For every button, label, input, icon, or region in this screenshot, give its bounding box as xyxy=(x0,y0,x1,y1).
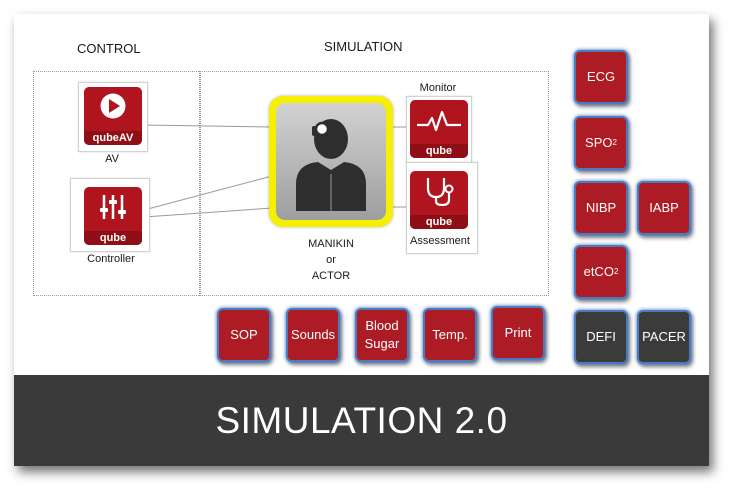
av-tile-text: qubeAV xyxy=(84,131,142,145)
slide: CONTROL SIMULATION qubeAV AV xyxy=(14,14,709,466)
controller-label: Controller xyxy=(87,253,135,265)
monitor-module[interactable]: qube xyxy=(406,96,472,163)
assessment-label: Assessment xyxy=(410,235,470,247)
controller-tile: qube xyxy=(84,187,142,245)
controller-manikin-line-2 xyxy=(143,207,273,218)
assessment-module[interactable]: qube Assessment xyxy=(406,162,478,254)
monitor-label: Monitor xyxy=(419,82,457,94)
sounds-button[interactable]: Sounds xyxy=(286,308,340,362)
etco2-label: etCO xyxy=(583,264,614,280)
blood-sugar-line1: Blood xyxy=(365,318,399,334)
av-tile: qubeAV xyxy=(84,87,142,145)
manikin-tile xyxy=(276,103,386,220)
controller-manikin-line-1 xyxy=(143,175,273,211)
footer-title: SIMULATION 2.0 xyxy=(215,399,508,441)
simulation-area xyxy=(199,71,549,296)
ecg-button[interactable]: ECG xyxy=(574,50,628,104)
play-icon xyxy=(100,93,126,119)
mixer-sliders-icon xyxy=(100,195,126,219)
defi-button[interactable]: DEFI xyxy=(574,310,628,364)
pacer-button[interactable]: PACER xyxy=(637,310,691,364)
assessment-tile-text: qube xyxy=(410,215,468,229)
blood-sugar-line2: Sugar xyxy=(364,336,400,351)
manikin-module[interactable] xyxy=(269,96,393,227)
av-module[interactable]: qubeAV xyxy=(78,82,148,152)
manikin-label-line3: ACTOR xyxy=(311,270,351,282)
manikin-label-line1: MANIKIN xyxy=(308,238,354,250)
iabp-button[interactable]: IABP xyxy=(637,181,691,235)
av-label: AV xyxy=(105,153,119,165)
etco2-sup: 2 xyxy=(613,266,619,276)
manikin-label: MANIKIN or ACTOR xyxy=(279,236,383,284)
controller-module[interactable]: qube xyxy=(70,178,150,252)
temp-button[interactable]: Temp. xyxy=(423,308,477,362)
simulation-heading: SIMULATION xyxy=(324,39,403,54)
print-button[interactable]: Print xyxy=(491,306,545,360)
manikin-label-line2: or xyxy=(326,254,336,266)
heartbeat-icon xyxy=(417,110,461,132)
monitor-tile: qube xyxy=(410,100,468,158)
stethoscope-icon xyxy=(426,178,454,206)
spo2-label: SPO xyxy=(585,135,613,151)
doctor-icon xyxy=(296,119,366,211)
av-manikin-line xyxy=(143,124,273,128)
sop-button[interactable]: SOP xyxy=(217,308,271,362)
controller-tile-text: qube xyxy=(84,231,142,245)
control-area xyxy=(33,71,201,296)
assessment-tile: qube xyxy=(410,171,468,229)
connector-lines xyxy=(143,124,406,218)
control-heading: CONTROL xyxy=(77,41,141,56)
footer-banner: SIMULATION 2.0 xyxy=(14,375,709,466)
nibp-button[interactable]: NIBP xyxy=(574,181,628,235)
spo2-sup: 2 xyxy=(612,137,617,147)
monitor-tile-text: qube xyxy=(410,144,468,158)
blood-sugar-button[interactable]: Blood Sugar xyxy=(355,308,409,362)
